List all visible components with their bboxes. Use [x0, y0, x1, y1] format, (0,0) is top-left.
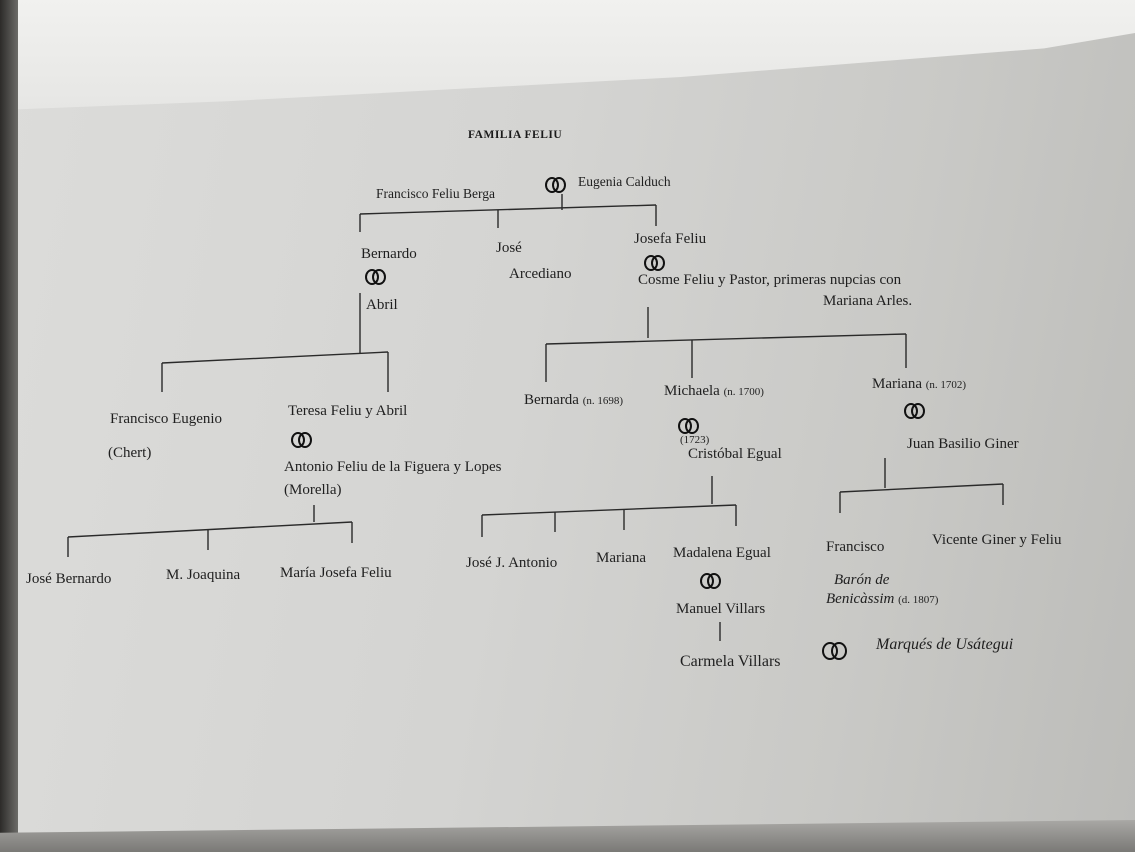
- person-juan-basilio-giner: Juan Basilio Giner: [907, 436, 1019, 452]
- tree-line: [161, 351, 389, 364]
- person-eugenia-calduch: Eugenia Calduch: [578, 174, 671, 189]
- person-josefa-feliu: Josefa Feliu: [634, 231, 707, 247]
- book-shadow: [0, 0, 18, 852]
- place-morella: (Morella): [284, 482, 342, 498]
- michaela-name: Michaela: [664, 383, 720, 399]
- person-bernardo: Bernardo: [361, 246, 417, 262]
- title-benicassim: Benicàssim (d. 1807): [826, 591, 938, 608]
- benicassim-text: Benicàssim: [826, 591, 895, 607]
- bernarda-birth: (n. 1698): [582, 395, 624, 407]
- wedding-rings-icon: [365, 269, 387, 285]
- person-cristobal-egual: Cristóbal Egual: [688, 446, 782, 462]
- person-bernarda: Bernarda (n. 1698): [524, 392, 623, 409]
- wedding-rings-icon: [700, 573, 722, 589]
- michaela-birth: (n. 1700): [723, 386, 764, 398]
- mariana-1702-birth: (n. 1702): [925, 379, 967, 391]
- page-title: FAMILIA FELIU: [468, 129, 563, 141]
- wedding-rings-icon: [904, 403, 926, 419]
- wedding-rings-icon: [822, 642, 848, 660]
- person-madalena-egual: Madalena Egual: [673, 545, 771, 561]
- person-antonio-feliu: Antonio Feliu de la Figuera y Lopes: [284, 459, 502, 475]
- tree-line: [359, 204, 657, 215]
- place-chert: (Chert): [108, 445, 152, 461]
- mariana-1702-name: Mariana: [872, 376, 922, 392]
- wedding-rings-icon: [644, 255, 666, 271]
- wedding-rings-icon: [291, 432, 313, 448]
- person-francisco-feliu-berga: Francisco Feliu Berga: [376, 186, 495, 201]
- person-michaela: Michaela (n. 1700): [664, 383, 764, 400]
- title-marques-de-usategui: Marqués de Usátegui: [876, 636, 1014, 653]
- tree-line: [545, 333, 907, 345]
- bernarda-name: Bernarda: [524, 392, 579, 408]
- person-jose-j-antonio: José J. Antonio: [466, 555, 558, 571]
- person-francisco-eugenio: Francisco Eugenio: [110, 411, 223, 427]
- person-carmela-villars: Carmela Villars: [680, 653, 781, 670]
- person-manuel-villars: Manuel Villars: [676, 601, 766, 617]
- person-mariana-arles: Mariana Arles.: [823, 293, 913, 309]
- person-abril: Abril: [366, 297, 398, 313]
- person-jose: José: [496, 240, 522, 256]
- person-francisco: Francisco: [826, 539, 885, 555]
- title-baron-de: Barón de: [834, 572, 890, 588]
- tree-line: [67, 521, 353, 538]
- wedding-rings-icon: [678, 418, 700, 434]
- person-maria-josefa-feliu: María Josefa Feliu: [280, 565, 392, 581]
- baron-death-year: (d. 1807): [898, 594, 939, 606]
- person-mariana: Mariana: [596, 550, 646, 566]
- person-mariana-1702: Mariana (n. 1702): [872, 376, 966, 393]
- marriage-year-1723: (1723): [680, 434, 710, 446]
- person-cosme-feliu-y-pastor: Cosme Feliu y Pastor, primeras nupcias c…: [638, 272, 902, 288]
- tree-line: [839, 483, 1004, 493]
- person-vicente-giner-y-feliu: Vicente Giner y Feliu: [932, 532, 1062, 548]
- wedding-rings-icon: [545, 177, 567, 193]
- person-teresa-feliu-y-abril: Teresa Feliu y Abril: [288, 403, 408, 419]
- tree-line: [481, 504, 737, 516]
- person-m-joaquina: M. Joaquina: [166, 567, 241, 583]
- person-arcediano: Arcediano: [509, 266, 572, 282]
- person-jose-bernardo: José Bernardo: [26, 571, 112, 587]
